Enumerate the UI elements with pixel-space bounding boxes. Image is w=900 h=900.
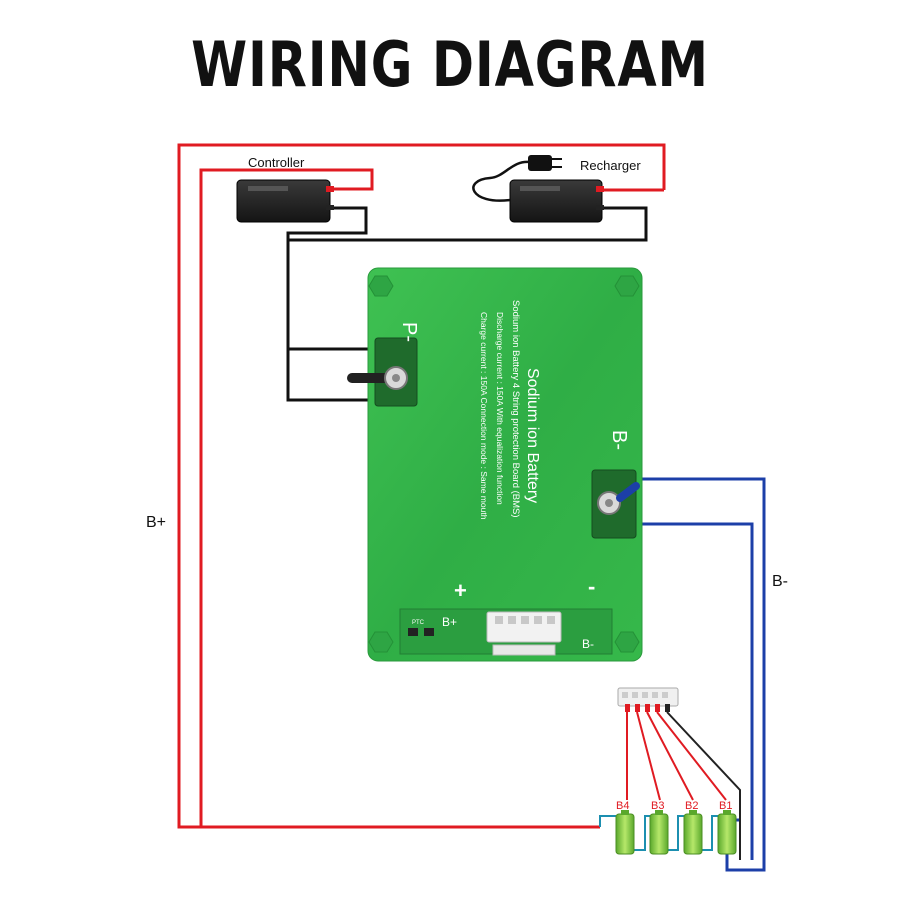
ptc-label: PTC — [412, 620, 425, 626]
board-text-line2: Discharge current : 150A With equalizati… — [495, 312, 505, 505]
b-minus-wire-label: B- — [772, 573, 788, 590]
board-big-text: Sodium ion Battery — [524, 368, 541, 503]
b-plus-pad-label: B+ — [442, 615, 457, 629]
recharger-label: Recharger — [580, 158, 641, 173]
cell-b3 — [649, 810, 669, 855]
cell-connectors — [599, 815, 718, 851]
controller-label: Controller — [248, 155, 305, 170]
cell-label-b3: B3 — [651, 800, 664, 812]
page-title: WIRING DIAGRAM — [191, 28, 709, 101]
balance-leads — [626, 711, 741, 860]
bms-board — [347, 267, 643, 662]
recharger-box — [509, 179, 604, 223]
p-minus-wires — [286, 206, 648, 402]
b-plus-wire-label: B+ — [146, 514, 166, 531]
board-text-line1: Sodium ion Battery 4 String protection B… — [510, 300, 521, 518]
battery-cells — [615, 810, 737, 855]
cell-b1 — [717, 810, 737, 855]
balance-plug — [617, 687, 679, 712]
b-minus-pad-label: B- — [582, 637, 594, 651]
b-minus-wire-inner — [636, 522, 754, 860]
p-minus-label: P- — [398, 322, 420, 342]
cell-label-b1: B1 — [719, 800, 732, 812]
cell-b2 — [683, 810, 703, 855]
plug-cord-icon — [472, 155, 562, 202]
recharger-black-wire — [288, 206, 648, 242]
inner-red-wire — [199, 168, 374, 827]
b-plus-wires — [177, 143, 666, 829]
outer-red-wire — [177, 143, 666, 829]
cell-label-b2: B2 — [685, 800, 698, 812]
board-plus-label: + — [454, 578, 467, 603]
controller-box — [236, 179, 334, 223]
cell-b4 — [615, 810, 635, 855]
b-minus-label: B- — [608, 430, 630, 450]
board-minus-label: - — [588, 574, 595, 599]
board-text-line3: Charge current : 150A Connection mode : … — [479, 312, 489, 520]
cell-label-b4: B4 — [616, 800, 629, 812]
controller-black-wire — [286, 206, 372, 402]
